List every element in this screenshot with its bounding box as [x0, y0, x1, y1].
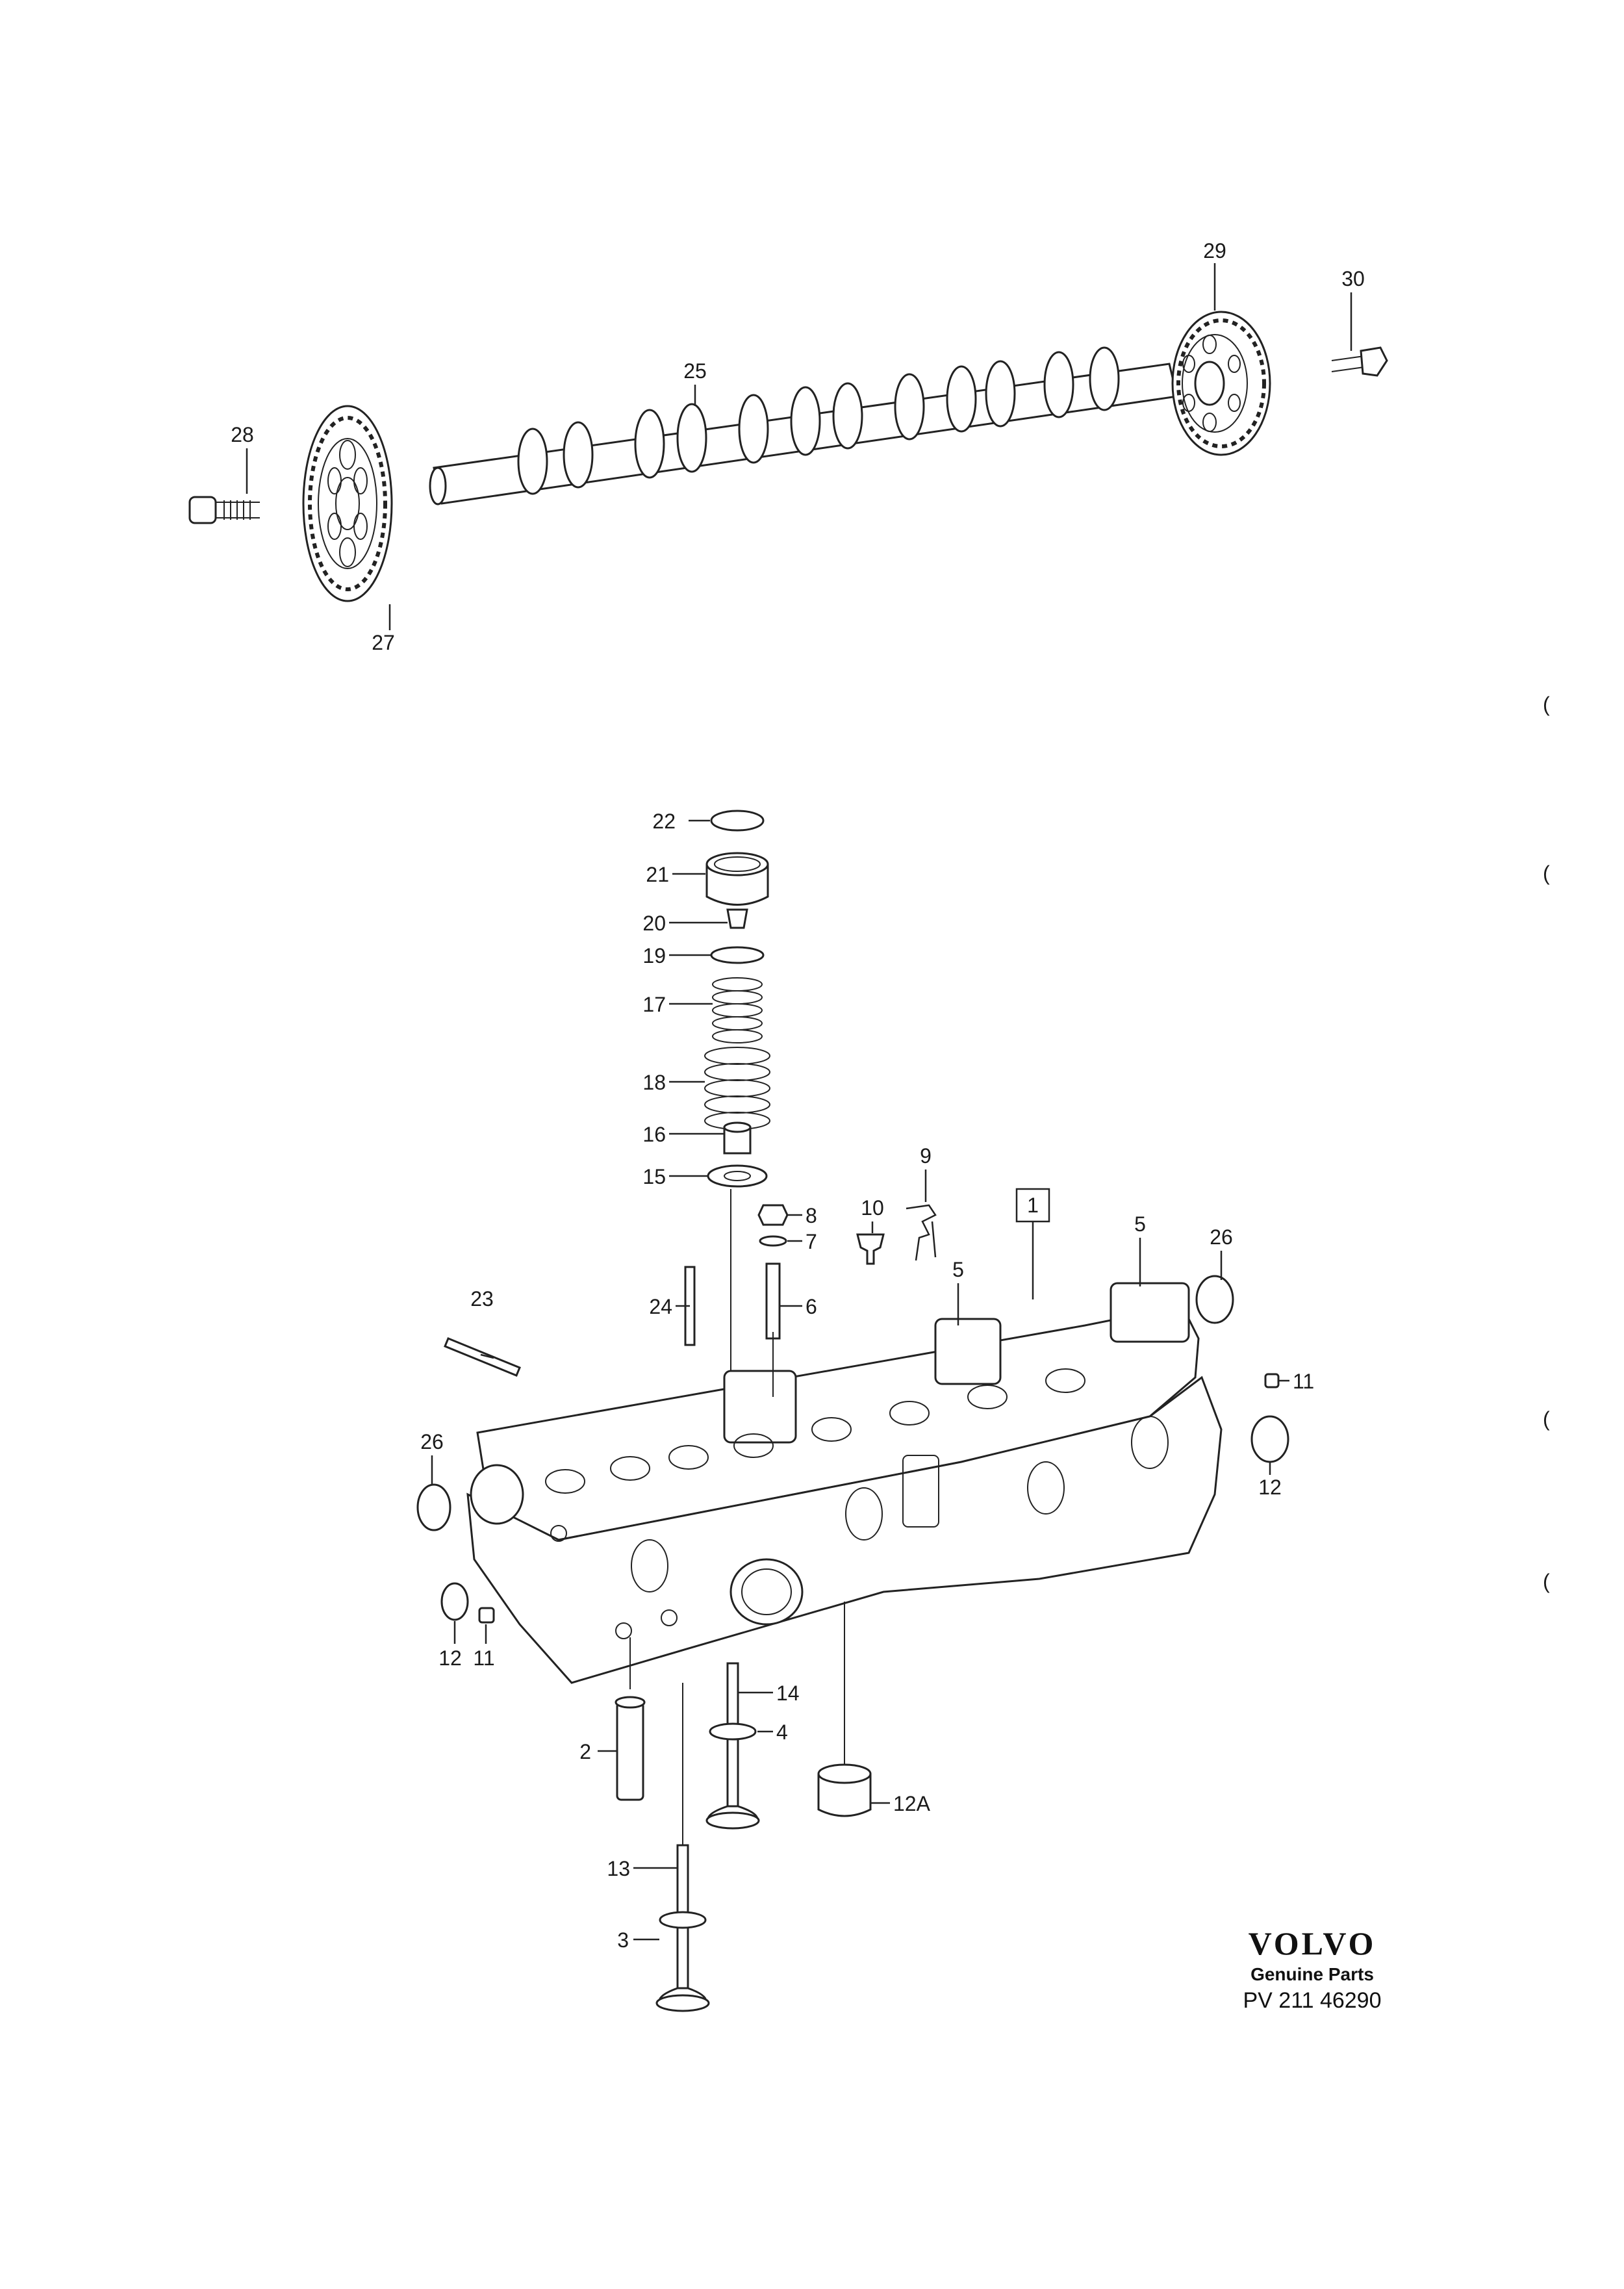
lower-valves — [615, 1332, 872, 2012]
callout-7: 7 — [806, 1230, 817, 1253]
callout-14: 14 — [776, 1682, 800, 1705]
callout-1: 1 — [1027, 1194, 1039, 1217]
callout-5-center: 5 — [952, 1258, 964, 1281]
callout-26-right: 26 — [1210, 1225, 1233, 1249]
camshaft-assembly — [188, 311, 1388, 602]
callout-20: 20 — [642, 912, 666, 935]
right-timing-gear — [1171, 311, 1271, 456]
cylinder-head — [466, 1282, 1223, 1684]
brand-block: VOLVO Genuine Parts PV 211 46290 — [1243, 1925, 1382, 2013]
margin-mark: ( — [1543, 1407, 1550, 1431]
callout-9: 9 — [920, 1144, 932, 1168]
brand-tagline: Genuine Parts — [1250, 1964, 1374, 1984]
part-number: PV 211 46290 — [1243, 1988, 1382, 2013]
callout-17: 17 — [642, 993, 666, 1016]
small-parts — [444, 1204, 937, 1377]
callout-26-left: 26 — [420, 1430, 444, 1453]
margin-mark: ( — [1543, 693, 1550, 716]
callout-30: 30 — [1341, 267, 1365, 290]
leader-lines — [246, 263, 1352, 1941]
callout-1-box — [1015, 1188, 1050, 1223]
callout-18: 18 — [642, 1071, 666, 1094]
camshaft-seal-right — [1195, 1275, 1234, 1324]
plug-right — [1264, 1373, 1280, 1388]
callout-2: 2 — [579, 1740, 591, 1763]
callout-22: 22 — [652, 810, 676, 833]
core-plug-right — [1250, 1415, 1289, 1463]
callout-25: 25 — [683, 359, 707, 383]
callout-5-right: 5 — [1134, 1212, 1146, 1236]
callout-27: 27 — [372, 631, 395, 654]
callout-4: 4 — [776, 1720, 788, 1744]
camshaft-seal-left — [416, 1483, 451, 1531]
callout-19: 19 — [642, 944, 666, 967]
callout-6: 6 — [806, 1295, 817, 1318]
core-plug-left — [440, 1582, 469, 1621]
callout-23: 23 — [470, 1287, 494, 1311]
plug-left — [478, 1607, 495, 1624]
left-timing-gear — [302, 405, 393, 602]
camshaft — [429, 346, 1178, 505]
callout-29: 29 — [1203, 239, 1226, 262]
callout-16: 16 — [642, 1123, 666, 1146]
callout-3: 3 — [617, 1928, 629, 1952]
callout-13: 13 — [607, 1857, 630, 1880]
left-gear-bolt — [188, 496, 260, 524]
margin-marks: ( ( ( ( — [1543, 693, 1550, 1593]
callout-12-right: 12 — [1258, 1476, 1282, 1499]
callout-28: 28 — [231, 423, 254, 446]
volvo-logo: VOLVO — [1249, 1925, 1377, 1962]
callout-11-right: 11 — [1293, 1370, 1314, 1393]
callout-11-left: 11 — [473, 1646, 494, 1670]
margin-mark: ( — [1543, 862, 1550, 885]
callout-12-left: 12 — [438, 1646, 462, 1670]
callout-10: 10 — [861, 1196, 884, 1220]
callout-labels: 22 21 20 19 17 18 16 15 8 7 6 24 10 9 1 … — [231, 239, 1365, 1952]
callout-24: 24 — [649, 1295, 672, 1318]
callout-12A: 12A — [893, 1792, 931, 1815]
callout-21: 21 — [646, 863, 669, 886]
margin-mark: ( — [1543, 1570, 1550, 1593]
right-gear-bolt — [1331, 346, 1388, 377]
callout-8: 8 — [806, 1204, 817, 1227]
callout-15: 15 — [642, 1165, 666, 1188]
